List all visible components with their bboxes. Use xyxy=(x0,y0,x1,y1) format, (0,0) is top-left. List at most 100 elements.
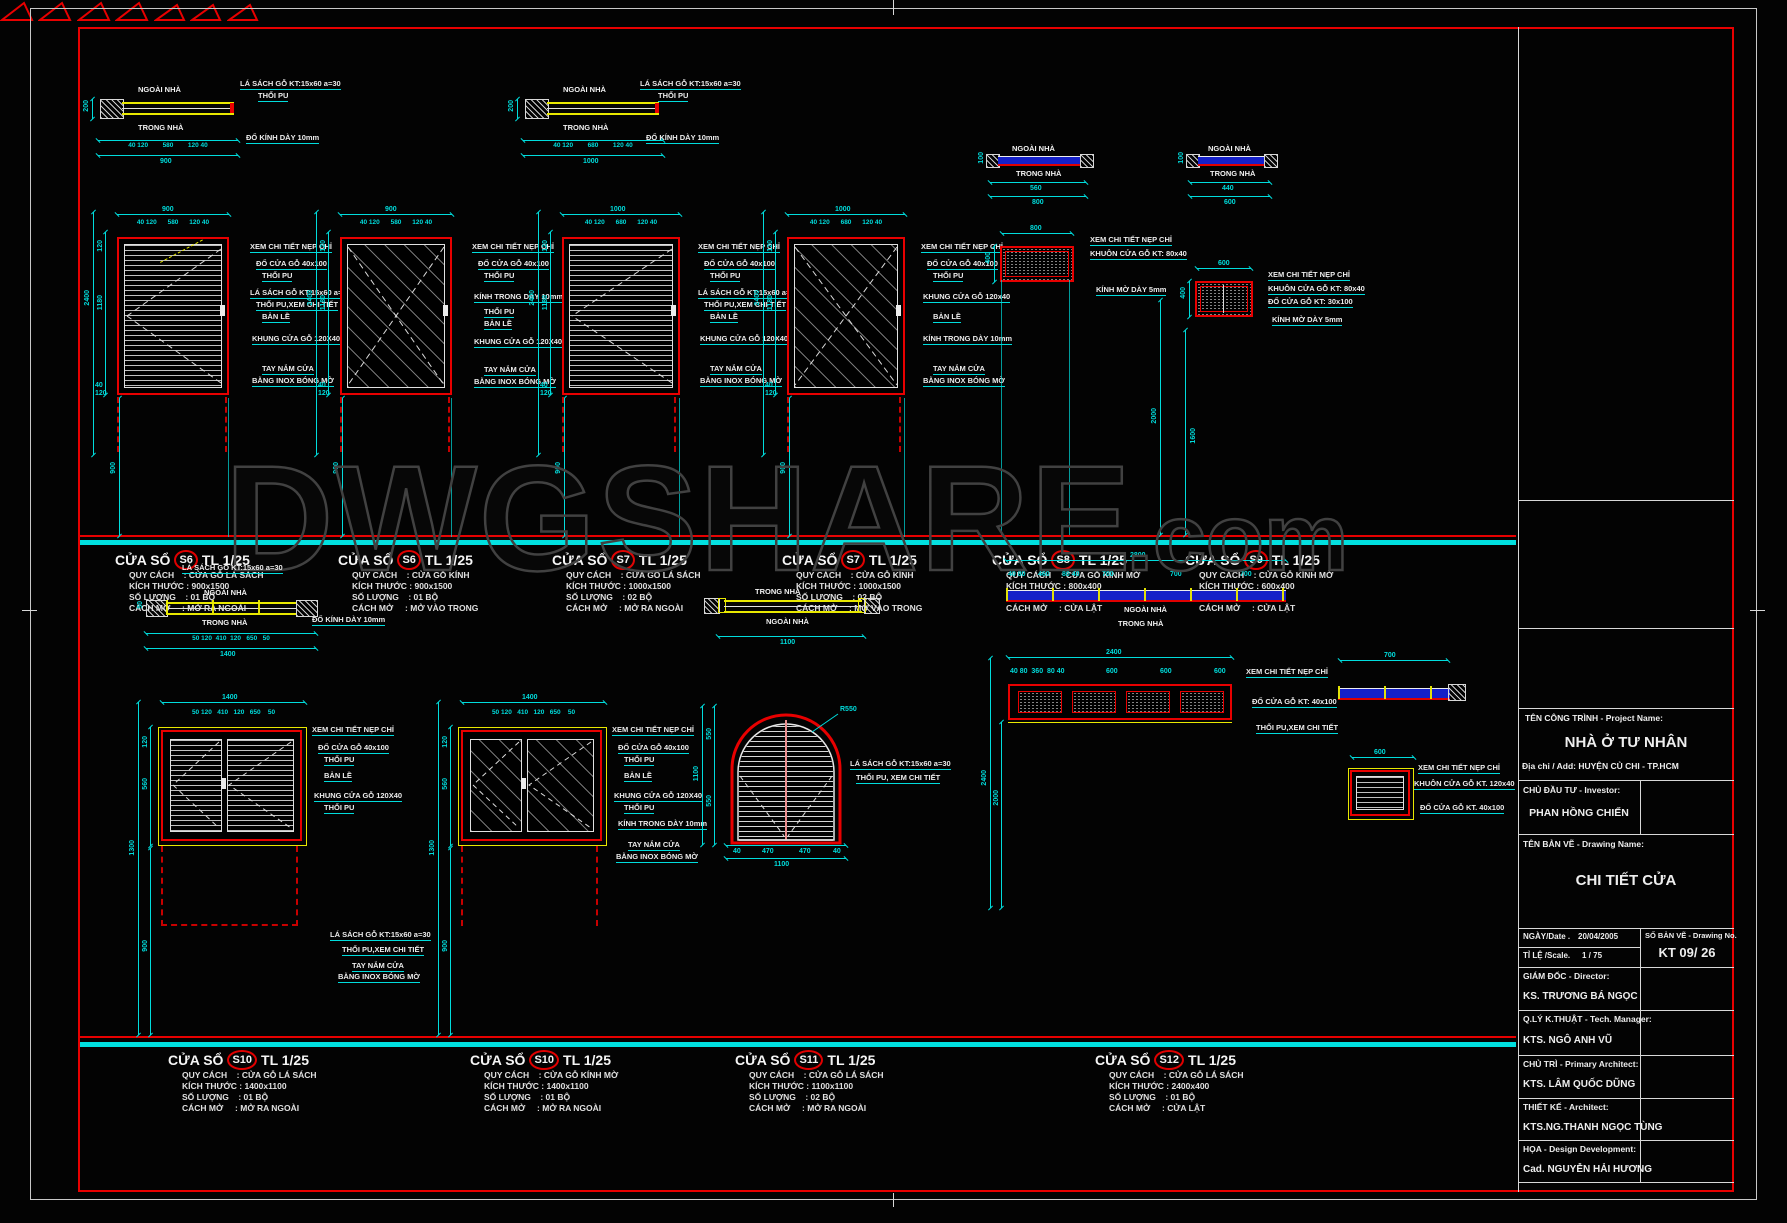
s10a-ann-7: THỔI PU,XEM CHI TIẾT xyxy=(342,945,425,956)
s12-seg-600b: 600 xyxy=(1160,668,1172,675)
w3-sill-dim xyxy=(564,398,565,536)
m2-masonry-r xyxy=(864,598,880,614)
s11-vdim-outer xyxy=(702,706,703,845)
t4-h-text: 100 xyxy=(1178,152,1185,164)
t1-seg-text: 40 120 580 120 40 xyxy=(128,142,208,149)
tb-divider xyxy=(1518,1140,1734,1141)
t4-seg-text: 440 xyxy=(1222,185,1234,192)
w4-ann-1: ĐỐ CỬA GỖ 40x100 xyxy=(927,259,998,270)
w2-sill-text: 900 xyxy=(333,462,340,474)
window-s10-louver xyxy=(161,730,302,841)
w4-vdim-b2: 120 xyxy=(765,390,777,397)
w3-ext-line xyxy=(679,398,680,537)
s12-vdim-2 xyxy=(1001,722,1002,908)
detail-marker-triangle xyxy=(37,1,73,21)
sill-dash-r xyxy=(225,397,227,452)
sill-dash-b xyxy=(161,924,298,926)
s8-h-dim xyxy=(994,246,995,282)
window-tag: S7 xyxy=(611,550,635,570)
w4-vdim-inner xyxy=(775,232,776,395)
w1-total-dim xyxy=(117,214,229,215)
band1-cyan xyxy=(80,540,1516,545)
window-tag: S12 xyxy=(1154,1050,1185,1070)
m2-masonry-l xyxy=(704,598,720,614)
glass-panel-r xyxy=(527,739,594,832)
s10a-ann-5: THỔI PU xyxy=(324,803,355,814)
w2-total-text: 900 xyxy=(385,206,397,213)
w2-vdim-inner xyxy=(328,232,329,395)
sill-dash-r xyxy=(448,397,450,452)
s12-yellow-line xyxy=(1008,722,1232,723)
s10a-ann-4: KHUNG CỬA GỖ 120X40 xyxy=(314,791,403,802)
m1-joints xyxy=(166,600,296,613)
louver-panel xyxy=(1356,776,1404,810)
t2-red-tick xyxy=(655,103,659,113)
tb-divider xyxy=(1518,834,1734,835)
drawing-no-label: SỐ BẢN VẼ - Drawing No. xyxy=(1645,931,1737,940)
sill-dash-l xyxy=(787,397,789,452)
w2-ann-3: KÍNH TRONG DÀY 10mm xyxy=(474,292,564,303)
window-tag: S11 xyxy=(794,1050,824,1070)
tb-divider xyxy=(1518,1182,1734,1183)
tb-divider xyxy=(1518,967,1734,968)
s11-ann-0: LÁ SÁCH GỖ KT:15x60 a=30 xyxy=(850,759,951,770)
s9-ann-0: XEM CHI TIẾT NẸP CHỈ xyxy=(1268,270,1350,281)
t4-total-dim xyxy=(1190,196,1270,197)
w1-total-text: 900 xyxy=(162,206,174,213)
mullion xyxy=(1223,285,1224,313)
w1-vdim-outer xyxy=(93,212,94,455)
t3-total-dim xyxy=(990,196,1086,197)
window-s6-louver xyxy=(117,237,229,395)
tech-manager-name: KTS. NGÔ ANH VŨ xyxy=(1523,1035,1613,1046)
s8-ext-dim xyxy=(1160,300,1161,535)
window-handle xyxy=(896,305,901,316)
w4-ext-line xyxy=(904,398,905,537)
tb-divider xyxy=(1518,500,1734,501)
t4-seg-dim xyxy=(1190,182,1270,183)
center-mark-left xyxy=(22,610,37,611)
w3-ann-8: BẰNG INOX BÓNG MỜ xyxy=(700,376,782,387)
w3-vdim-head: 120 xyxy=(542,240,549,252)
w2-vdim-outer xyxy=(316,212,317,455)
window-s7-glass xyxy=(787,237,905,395)
s10b-vdim-head: 120 xyxy=(442,736,449,748)
w4-sill-dim xyxy=(789,398,790,536)
s12-seg-a: 40 80 360 80 40 xyxy=(1010,668,1065,675)
center-mark-bottom xyxy=(893,1193,894,1207)
sill-dash-r xyxy=(296,846,298,926)
s10b-total-text: 1400 xyxy=(522,694,538,701)
w3-vdim-outer xyxy=(538,212,539,455)
t2-masonry xyxy=(525,99,549,119)
m3-seg-700a: 700 xyxy=(1102,571,1114,578)
s12-ann-1: ĐỐ CỬA GỖ KT: 40x100 xyxy=(1252,697,1337,708)
w3-ann-6: KHUNG CỬA GỖ 120X40 xyxy=(700,334,789,345)
tb-vdivider xyxy=(1640,780,1641,834)
s12d-dim xyxy=(1352,757,1414,758)
w1-ann-0: XEM CHI TIẾT NẸP CHỈ xyxy=(250,242,332,253)
band1-red xyxy=(80,535,1516,537)
band2-red xyxy=(80,1036,1516,1038)
w3-vdim-total: 2400 xyxy=(529,290,536,306)
t4-sill-section xyxy=(1198,156,1264,166)
s11-ann-1: THỔI PU, XEM CHI TIẾT xyxy=(856,773,941,784)
w4-seg-text: 40 120 680 120 40 xyxy=(809,219,883,226)
t3-sill-section xyxy=(998,156,1080,166)
center-mark-top xyxy=(893,0,894,15)
w2-seg-text: 40 120 580 120 40 xyxy=(359,219,433,226)
w2-ann-7: TAY NẮM CỬA xyxy=(484,365,536,376)
s11-seg2: 470 xyxy=(762,848,774,855)
m3-ext-text: 700 xyxy=(1384,652,1396,659)
t3-seg-dim xyxy=(990,182,1086,183)
window-handle xyxy=(443,305,448,316)
swing-dashes xyxy=(794,246,898,386)
scale-value: 1 / 75 xyxy=(1582,951,1603,960)
w1-sill-dim xyxy=(119,398,120,536)
s10a-ann-2: THỔI PU xyxy=(324,755,355,766)
s10a-vdim-head: 120 xyxy=(142,736,149,748)
s10b-sill-text: 900 xyxy=(442,940,449,952)
w1-sill-text: 900 xyxy=(110,462,117,474)
t2-outside-label: NGOÀI NHÀ xyxy=(563,85,606,94)
